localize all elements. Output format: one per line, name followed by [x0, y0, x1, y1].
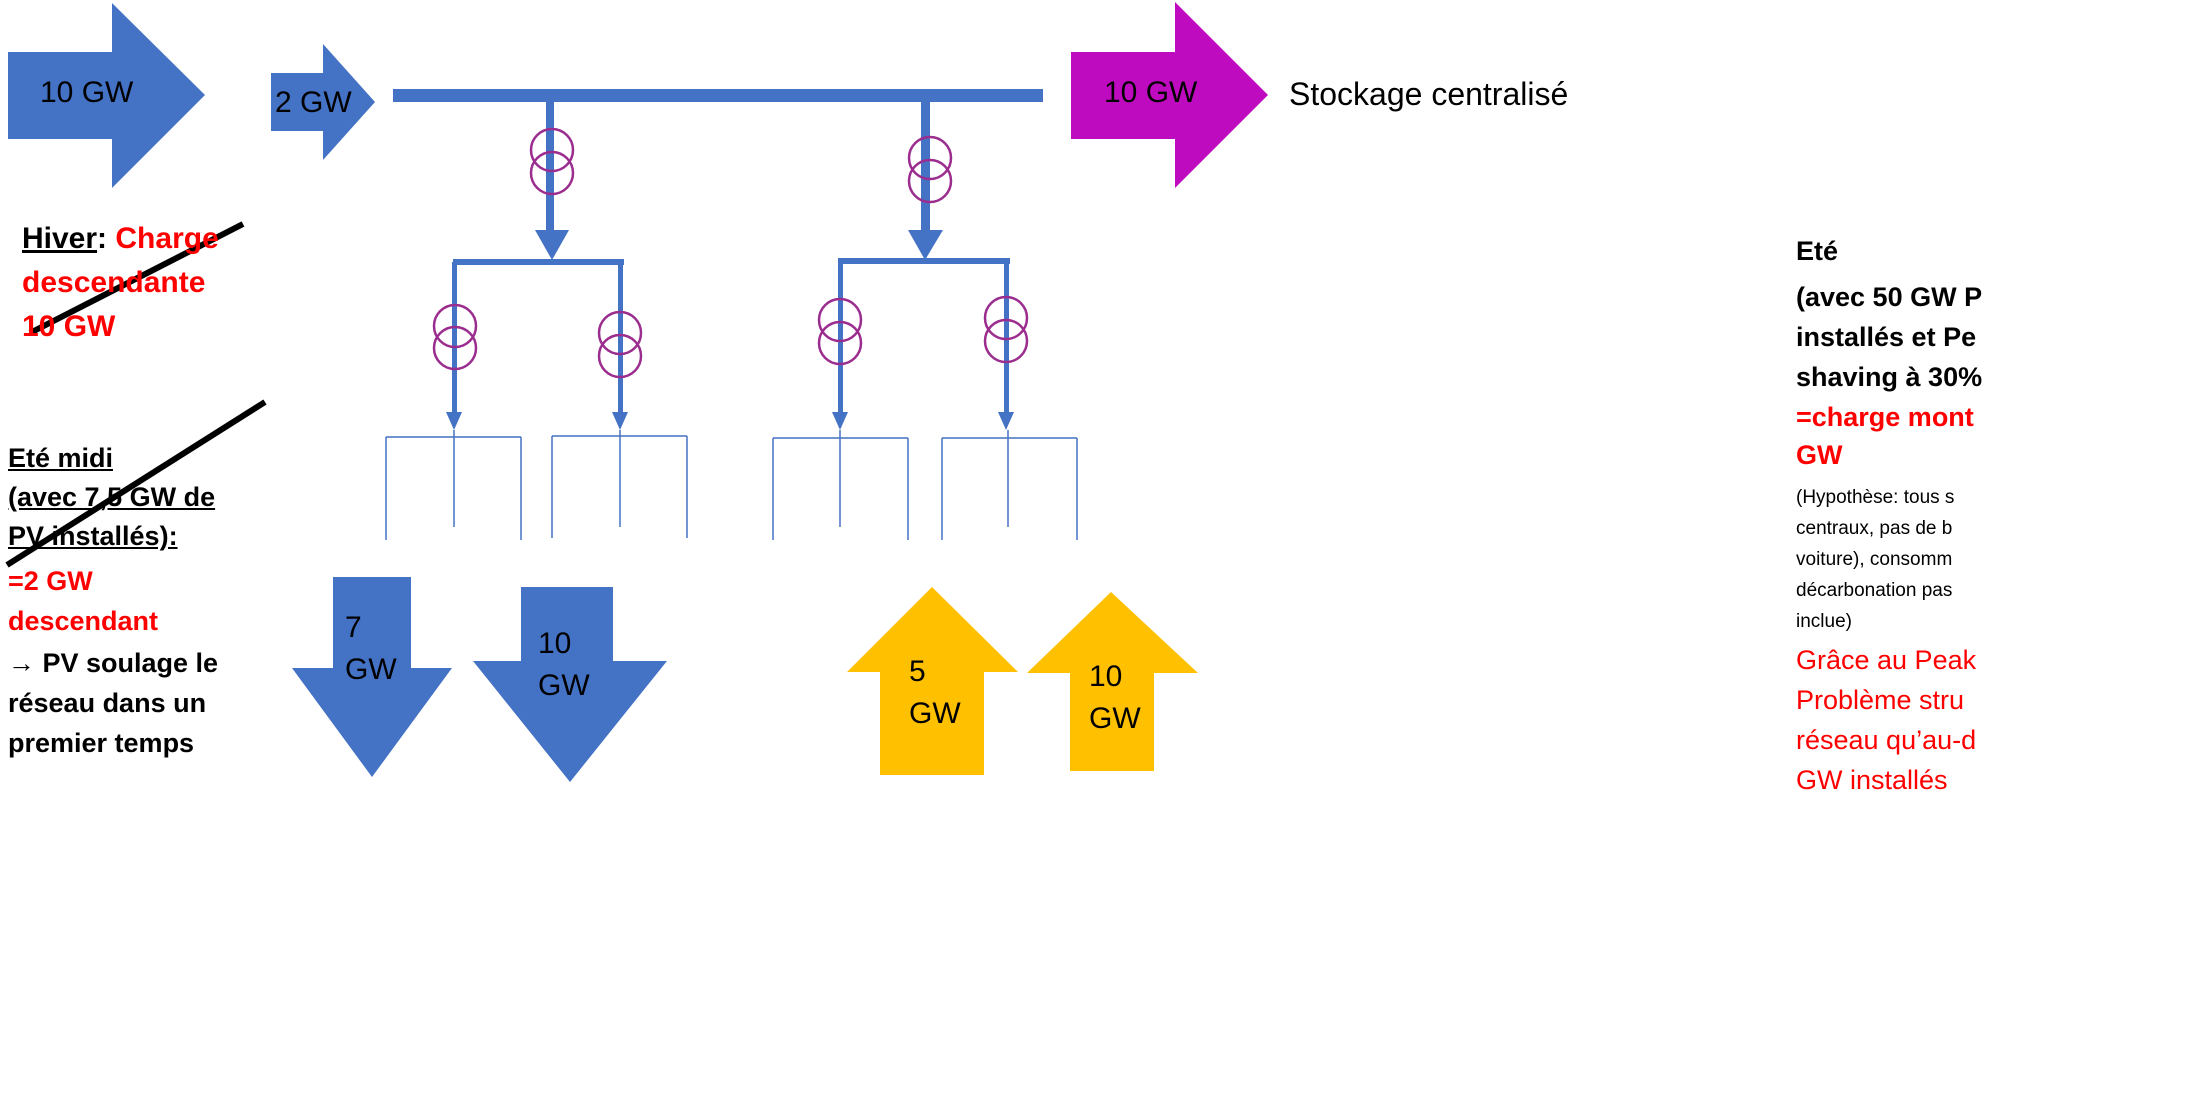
- left-transformer-icon: [529, 127, 575, 196]
- hiver-colon: :: [97, 222, 108, 255]
- storage-arrow-label: 10 GW: [1104, 76, 1198, 109]
- right-feeder-arrowhead: [908, 230, 943, 260]
- up-arrow-5gw: [847, 587, 1018, 775]
- ete-line-5: GW: [1796, 440, 1843, 470]
- left-branch-2-line: [618, 262, 623, 414]
- main-busbar: [393, 89, 1043, 102]
- right-branch-2-line: [1004, 261, 1009, 414]
- storage-arrow: [1071, 2, 1268, 188]
- up-arrow-5gw-label-2: GW: [909, 697, 961, 730]
- ete-midi-strike-line: [5, 399, 267, 568]
- left-distribution-bar: [453, 259, 624, 265]
- right-branch-1-arrowhead: [832, 412, 848, 430]
- right-distribution-bar: [838, 258, 1010, 264]
- ete-note-3: voiture), consomm: [1796, 549, 1953, 570]
- ete-midi-line-1: Eté midi: [8, 443, 114, 473]
- winter-load-arrow: [8, 3, 205, 188]
- ete-note-4: décarbonation pas: [1796, 580, 1953, 601]
- left-branch-2-transformer-icon: [597, 310, 643, 379]
- ete-midi-line-6: → PV soulage le: [8, 648, 219, 678]
- right-branch-1-line: [838, 261, 843, 414]
- ete-red-3: réseau qu’au-d: [1796, 725, 1977, 755]
- up-arrow-10gw-label-2: GW: [1089, 702, 1141, 735]
- ete-note-1: (Hypothèse: tous s: [1796, 487, 1955, 508]
- left-branch-2-arrowhead: [612, 412, 628, 430]
- low-voltage-network-4: [941, 430, 1078, 540]
- hiver-text-2: descendante: [22, 266, 206, 299]
- left-branch-1-arrowhead: [446, 412, 462, 430]
- low-voltage-network-3: [772, 430, 909, 540]
- down-arrow-10gw: [473, 587, 667, 782]
- left-feeder-line: [546, 101, 554, 236]
- down-arrow-10gw-label-2: GW: [538, 669, 590, 702]
- down-arrow-7gw-label-1: 7: [345, 611, 362, 644]
- low-voltage-network-2: [551, 430, 688, 538]
- ete-line-4: =charge mont: [1796, 402, 1974, 432]
- right-feeder-line: [921, 101, 930, 236]
- right-branch-1-transformer-icon: [817, 297, 863, 366]
- right-transformer-icon: [907, 135, 953, 204]
- ete-note-2: centraux, pas de b: [1796, 518, 1953, 539]
- ete-line-3: shaving à 30%: [1796, 362, 1983, 392]
- up-arrow-10gw: [1027, 592, 1198, 771]
- ete-line-1: (avec 50 GW P: [1796, 282, 1983, 312]
- hiver-title: Hiver: [22, 222, 98, 255]
- ete-midi-line-2: (avec 7,5 GW de: [8, 482, 216, 512]
- right-branch-2-transformer-icon: [983, 295, 1029, 364]
- hiver-text-3: 10 GW: [22, 310, 116, 343]
- left-branch-1-line: [452, 262, 457, 414]
- ete-midi-line-4: =2 GW: [8, 566, 93, 596]
- ete-note-5: inclue): [1796, 611, 1852, 632]
- ete-midi-line-8: premier temps: [8, 728, 195, 758]
- up-arrow-5gw-label-1: 5: [909, 655, 926, 688]
- left-branch-1-transformer-icon: [432, 303, 478, 371]
- right-branch-2-arrowhead: [998, 412, 1014, 430]
- ete-midi-line-5: descendant: [8, 606, 159, 636]
- down-arrow-7gw-label-2: GW: [345, 653, 397, 686]
- summer-load-arrow-label: 2 GW: [275, 86, 352, 119]
- ete-red-4: GW installés: [1796, 765, 1948, 795]
- ete-midi-line-3: PV installés):: [8, 521, 178, 551]
- storage-label: Stockage centralisé: [1289, 76, 1569, 112]
- down-arrow-10gw-label-1: 10: [538, 627, 572, 660]
- winter-load-arrow-label: 10 GW: [40, 76, 134, 109]
- hiver-strike-line: [28, 221, 245, 336]
- hiver-text-1: Charge: [115, 222, 219, 255]
- low-voltage-network-1: [385, 430, 522, 540]
- hiver-line-1: Hiver: Charge: [22, 222, 219, 256]
- ete-midi-line-7: réseau dans un: [8, 688, 207, 718]
- ete-line-2: installés et Pe: [1796, 322, 1977, 352]
- summer-load-arrow: [271, 44, 375, 160]
- ete-red-2: Problème stru: [1796, 685, 1965, 715]
- up-arrow-10gw-label-1: 10: [1089, 660, 1123, 693]
- ete-title: Eté: [1796, 236, 1839, 266]
- ete-red-1: Grâce au Peak: [1796, 645, 1977, 675]
- down-arrow-7gw: [292, 577, 452, 777]
- left-feeder-arrowhead: [535, 230, 569, 260]
